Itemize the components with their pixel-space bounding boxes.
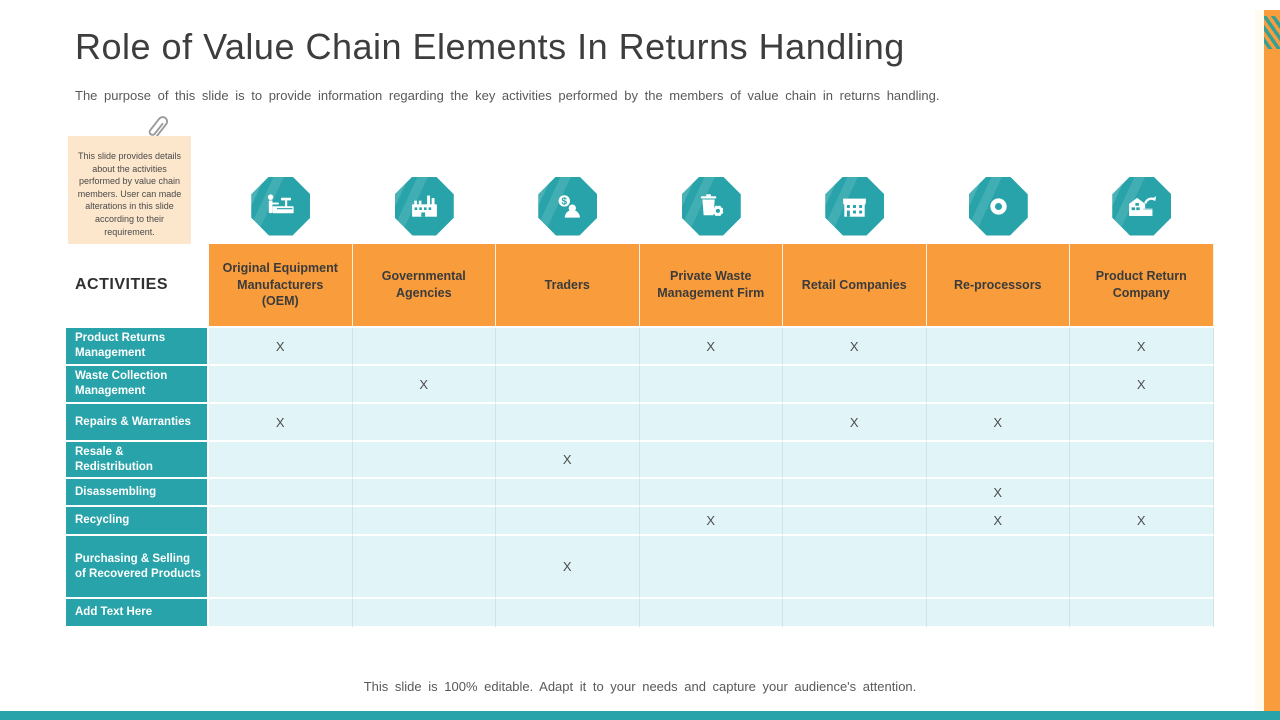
activities-header: ACTIVITIES xyxy=(66,244,209,328)
factory-icon xyxy=(394,176,454,236)
diagonal-stripes-decoration xyxy=(1264,16,1280,49)
matrix-cell xyxy=(639,404,783,442)
icon-cell xyxy=(1070,168,1214,244)
row-label: Purchasing & Selling of Recovered Produc… xyxy=(66,536,209,599)
matrix-cell xyxy=(496,599,640,628)
matrix-cell: X xyxy=(783,328,927,366)
matrix-cell xyxy=(783,442,927,479)
matrix-cell xyxy=(209,536,353,599)
sticky-note: This slide provides details about the ac… xyxy=(68,136,191,250)
matrix-cell: X xyxy=(639,328,783,366)
page-title: Role of Value Chain Elements In Returns … xyxy=(75,26,905,67)
matrix-cell xyxy=(496,479,640,507)
row-label: Disassembling xyxy=(66,479,209,507)
matrix-cell xyxy=(783,366,927,404)
column-header-1: Original Equipment Manufacturers (OEM) xyxy=(209,244,353,328)
matrix-cell: X xyxy=(209,328,353,366)
warehouse-return-icon xyxy=(1112,176,1172,236)
matrix-cell xyxy=(209,366,353,404)
matrix-cell: X xyxy=(496,442,640,479)
column-header-2: Governmental Agencies xyxy=(352,244,496,328)
icon-cell xyxy=(353,168,497,244)
matrix-cell: X xyxy=(926,404,1070,442)
matrix-cell: X xyxy=(1070,366,1214,404)
icon-cell xyxy=(783,168,927,244)
footer-note: This slide is 100% editable. Adapt it to… xyxy=(363,679,917,694)
matrix-cell xyxy=(639,479,783,507)
matrix-cell xyxy=(783,507,927,536)
matrix-cell: X xyxy=(783,404,927,442)
column-header-3: Traders xyxy=(496,244,640,328)
column-header-4: Private Waste Management Firm xyxy=(639,244,783,328)
matrix-cell xyxy=(926,536,1070,599)
icon-cell xyxy=(640,168,784,244)
row-label: Product Returns Management xyxy=(66,328,209,366)
trader-dollar-icon: $ xyxy=(538,176,598,236)
matrix-cell xyxy=(352,404,496,442)
matrix-cell xyxy=(352,479,496,507)
matrix-cell xyxy=(926,328,1070,366)
matrix-cell xyxy=(1070,479,1214,507)
matrix-cell: X xyxy=(926,507,1070,536)
matrix-cell xyxy=(1070,536,1214,599)
bottom-accent-bar xyxy=(0,711,1280,720)
matrix-cell xyxy=(496,507,640,536)
matrix-cell xyxy=(783,599,927,628)
trash-gear-icon xyxy=(681,176,741,236)
matrix-cell xyxy=(783,479,927,507)
matrix-cell: X xyxy=(926,479,1070,507)
matrix-cell xyxy=(1070,599,1214,628)
cream-accent-strip xyxy=(1255,10,1264,720)
matrix-cell xyxy=(639,599,783,628)
column-header-7: Product Return Company xyxy=(1070,244,1214,328)
matrix-cell xyxy=(352,442,496,479)
matrix-cell: X xyxy=(1070,328,1214,366)
matrix-cell xyxy=(783,536,927,599)
matrix-cell xyxy=(209,507,353,536)
icon-cell: $ xyxy=(496,168,640,244)
matrix-cell: X xyxy=(209,404,353,442)
matrix-cell xyxy=(209,479,353,507)
matrix-cell xyxy=(639,442,783,479)
svg-text:$: $ xyxy=(562,196,568,207)
matrix-cell xyxy=(639,536,783,599)
matrix-cell xyxy=(352,599,496,628)
row-label: Repairs & Warranties xyxy=(66,404,209,442)
matrix-cell xyxy=(1070,404,1214,442)
column-header-6: Re-processors xyxy=(926,244,1070,328)
row-label: Recycling xyxy=(66,507,209,536)
matrix-cell xyxy=(496,366,640,404)
icon-cell xyxy=(927,168,1071,244)
gear-icon xyxy=(968,176,1028,236)
matrix-cell: X xyxy=(496,536,640,599)
matrix-cell xyxy=(352,536,496,599)
store-icon xyxy=(825,176,885,236)
matrix-cell: X xyxy=(1070,507,1214,536)
right-accent-bar xyxy=(1264,10,1280,720)
column-header-5: Retail Companies xyxy=(783,244,927,328)
matrix-cell xyxy=(926,599,1070,628)
row-label: Resale & Redistribution xyxy=(66,442,209,479)
matrix-cell xyxy=(209,599,353,628)
matrix-cell xyxy=(496,404,640,442)
matrix-cell: X xyxy=(352,366,496,404)
row-label-add-text-placeholder[interactable]: Add Text Here xyxy=(66,599,209,628)
slide-subtitle: The purpose of this slide is to provide … xyxy=(75,88,940,103)
matrix-cell xyxy=(496,328,640,366)
matrix-cell xyxy=(352,328,496,366)
icon-cell xyxy=(209,168,353,244)
matrix-cell xyxy=(926,366,1070,404)
matrix-cell xyxy=(639,366,783,404)
worker-machine-icon xyxy=(251,176,311,236)
icon-row-spacer xyxy=(66,168,209,244)
matrix-cell xyxy=(352,507,496,536)
row-label: Waste Collection Management xyxy=(66,366,209,404)
matrix-cell xyxy=(926,442,1070,479)
matrix-cell: X xyxy=(639,507,783,536)
paperclip-icon xyxy=(144,112,170,151)
matrix-cell xyxy=(209,442,353,479)
matrix-cell xyxy=(1070,442,1214,479)
